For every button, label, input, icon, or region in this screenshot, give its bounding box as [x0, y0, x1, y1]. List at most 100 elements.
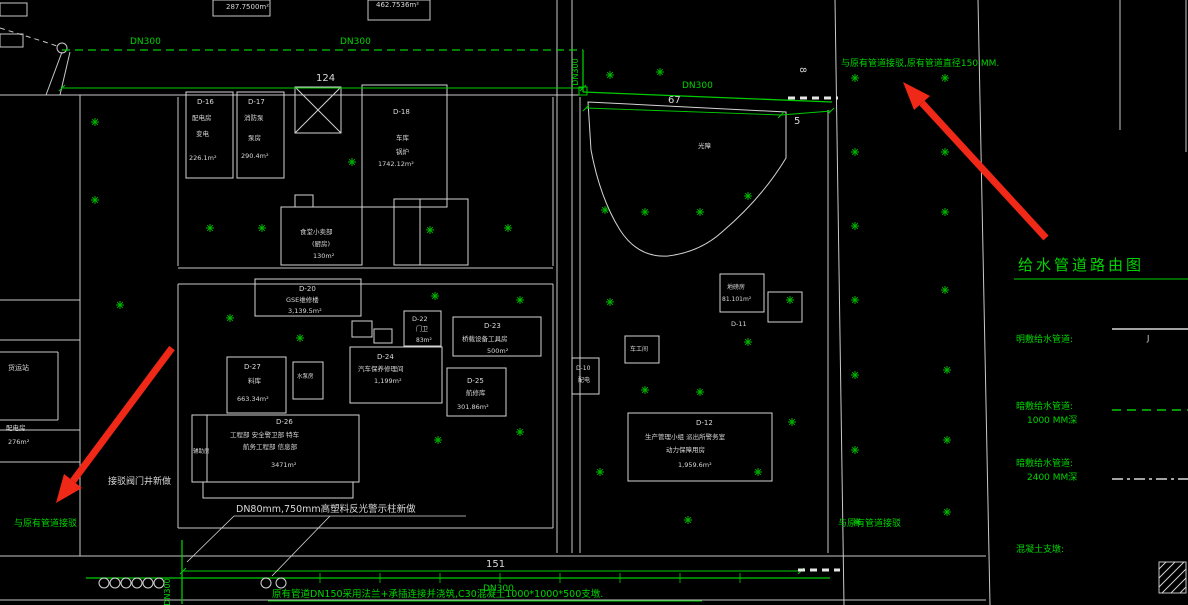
concrete-support-hatch	[1158, 561, 1187, 594]
building-d10-outline	[571, 357, 600, 395]
red-arrow-top-right	[903, 82, 1049, 241]
d19-name1: 食堂小卖部	[300, 227, 333, 236]
dim-5: 5	[794, 116, 800, 127]
tree-icon	[743, 337, 753, 347]
d18-area: 1742.12m²	[378, 160, 414, 168]
tree-icon	[850, 73, 860, 83]
dim-ticks	[58, 84, 835, 575]
dn300-label-diagonal: DN300	[682, 81, 713, 91]
bollard-circles	[98, 577, 287, 589]
building-annex-outline	[393, 198, 469, 266]
d18-name2: 锅炉	[396, 147, 410, 156]
tree-icon	[942, 435, 952, 445]
tree-icon	[850, 295, 860, 305]
d12-area: 1,959.6m²	[678, 461, 712, 469]
building-d24-step	[373, 328, 393, 344]
red-arrow-head	[903, 82, 930, 110]
tree-icon	[850, 445, 860, 455]
top-partial-building	[367, 0, 431, 21]
d20-area: 3,139.5m²	[288, 307, 322, 315]
red-arrow-shaft	[70, 345, 175, 484]
area-top-2: 462.7536m²	[376, 1, 419, 9]
tree-icon	[257, 223, 267, 233]
dn300-label-bottom: DN300	[483, 584, 514, 594]
tree-icon	[347, 157, 357, 167]
legend-buried-pipe-2400-depth: 2400 MM深	[1027, 472, 1077, 483]
tree-icon	[433, 435, 443, 445]
tree-icon	[942, 365, 952, 375]
building-d22-outline	[403, 310, 442, 347]
d17-area: 290.4m²	[241, 152, 269, 160]
note-connect-existing-left: 与原有管道接驳	[14, 517, 77, 529]
dn300-label-vertical-top: DN300	[571, 58, 580, 85]
pipe-support-ticks	[319, 573, 741, 583]
building-d26-wing	[202, 481, 354, 499]
hatched-structure-outline	[294, 86, 342, 134]
concrete-support-symbol	[1158, 561, 1187, 594]
building-pump-house-outline	[292, 361, 324, 400]
apron-boundary	[587, 101, 787, 257]
cargo-station-name: 货运站	[8, 363, 29, 372]
legend-concrete-support-label: 混凝土支墩:	[1016, 543, 1064, 555]
substation-area: 276m²	[8, 438, 30, 446]
building-d17-outline	[236, 91, 285, 179]
tree-icon	[850, 221, 860, 231]
building-d23-outline	[452, 316, 542, 357]
building-d18-outline	[361, 84, 448, 208]
red-arrows	[56, 82, 1049, 503]
tree-icon	[683, 515, 693, 525]
building-d20-outline	[254, 278, 362, 317]
red-arrow-shaft	[919, 100, 1049, 241]
pipes-layer	[62, 49, 833, 604]
d23-name: 桥载设备工具房	[462, 334, 508, 343]
note-connect-existing-right: 与原有管道接驳	[838, 517, 901, 529]
d12-name1: 生产管理小组 派出所警务室	[645, 432, 726, 441]
tree-icon	[595, 467, 605, 477]
d27-name: 料库	[248, 376, 262, 385]
building-weigh-house-outline	[719, 273, 765, 313]
d24-area: 1,199m²	[374, 377, 402, 385]
d16-name2: 变电	[196, 129, 210, 138]
tree-icon	[515, 427, 525, 437]
tree-icon	[503, 223, 513, 233]
tree-icon	[940, 207, 950, 217]
d19-name2: (厨房)	[312, 239, 330, 248]
building-d24-outline	[349, 346, 443, 404]
d26-name1: 工程部 安全警卫部 特车	[230, 430, 300, 439]
d26-name2: 航务工程部 信息部	[243, 442, 298, 451]
tree-icon	[743, 191, 753, 201]
d26-annex: 辅助房	[193, 447, 210, 455]
d12-id: D-12	[696, 419, 713, 427]
buildings-layer	[185, 84, 803, 499]
tree-icon	[605, 70, 615, 80]
tree-icon	[850, 370, 860, 380]
dn300-label-vertical-bottom: DN300	[163, 578, 172, 605]
tree-icon	[940, 147, 950, 157]
warning-posts-leaders	[186, 515, 331, 577]
building-canteen-outline	[280, 206, 363, 266]
d25-id: D-25	[467, 377, 484, 385]
tree-icon	[787, 417, 797, 427]
d17-id: D-17	[248, 98, 265, 106]
bollard-circle	[153, 577, 165, 589]
tree-icon	[430, 291, 440, 301]
building-workshop-outline	[624, 335, 660, 364]
tree-icon	[605, 297, 615, 307]
bollard-circle	[260, 577, 272, 589]
dim-124: 124	[316, 73, 335, 84]
d25-name: 航修库	[466, 388, 486, 397]
d16-id: D-16	[197, 98, 214, 106]
d16-name1: 配电房	[192, 113, 212, 122]
d24-id: D-24	[377, 353, 394, 361]
d20-id: D-20	[299, 285, 316, 293]
tree-icon	[515, 295, 525, 305]
building-d25-outline	[446, 367, 507, 417]
d24-name: 汽车保养修理间	[358, 364, 404, 373]
tree-icon	[753, 467, 763, 477]
tree-icon	[940, 285, 950, 295]
